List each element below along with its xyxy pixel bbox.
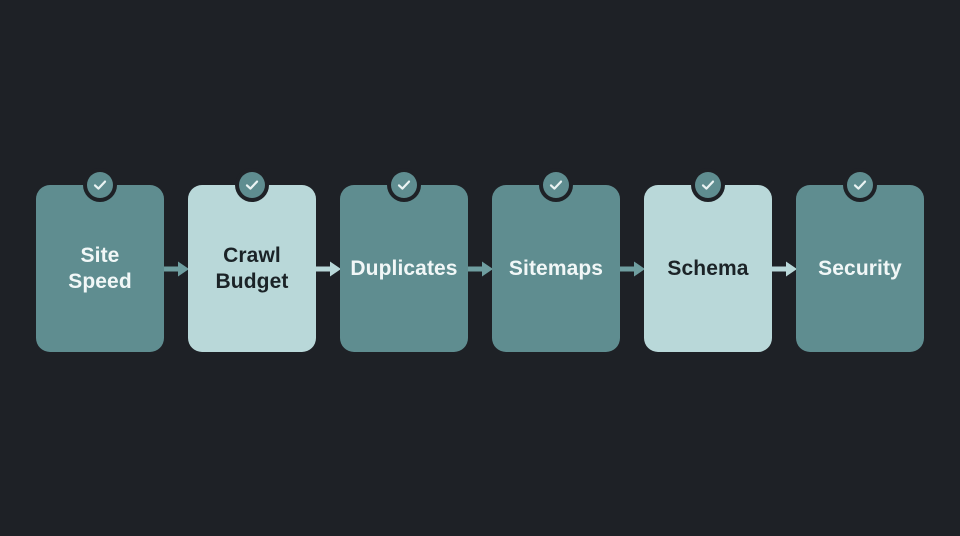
step-card-schema: Schema — [644, 168, 772, 352]
step-card-security: Security — [796, 168, 924, 352]
arrow-right-icon — [467, 258, 495, 280]
step-label: Duplicates — [350, 256, 458, 280]
step-label: Crawl Budget — [215, 243, 289, 293]
check-circle-icon — [387, 168, 421, 202]
arrow-right-icon — [619, 258, 647, 280]
step-label: Schema — [667, 256, 749, 280]
check-circle-icon — [235, 168, 269, 202]
step-card-duplicates: Duplicates — [340, 168, 468, 352]
step-label: Site Speed — [68, 243, 132, 293]
arrow-right-icon — [163, 258, 191, 280]
step-label: Security — [818, 256, 902, 280]
check-circle-icon — [691, 168, 725, 202]
step-label: Sitemaps — [508, 256, 604, 280]
step-card-crawl-budget: Crawl Budget — [188, 168, 316, 352]
check-circle-icon — [843, 168, 877, 202]
arrow-right-icon — [771, 258, 799, 280]
step-card-site-speed: Site Speed — [36, 168, 164, 352]
arrow-right-icon — [315, 258, 343, 280]
step-card-sitemaps: Sitemaps — [492, 168, 620, 352]
check-circle-icon — [539, 168, 573, 202]
check-circle-icon — [83, 168, 117, 202]
